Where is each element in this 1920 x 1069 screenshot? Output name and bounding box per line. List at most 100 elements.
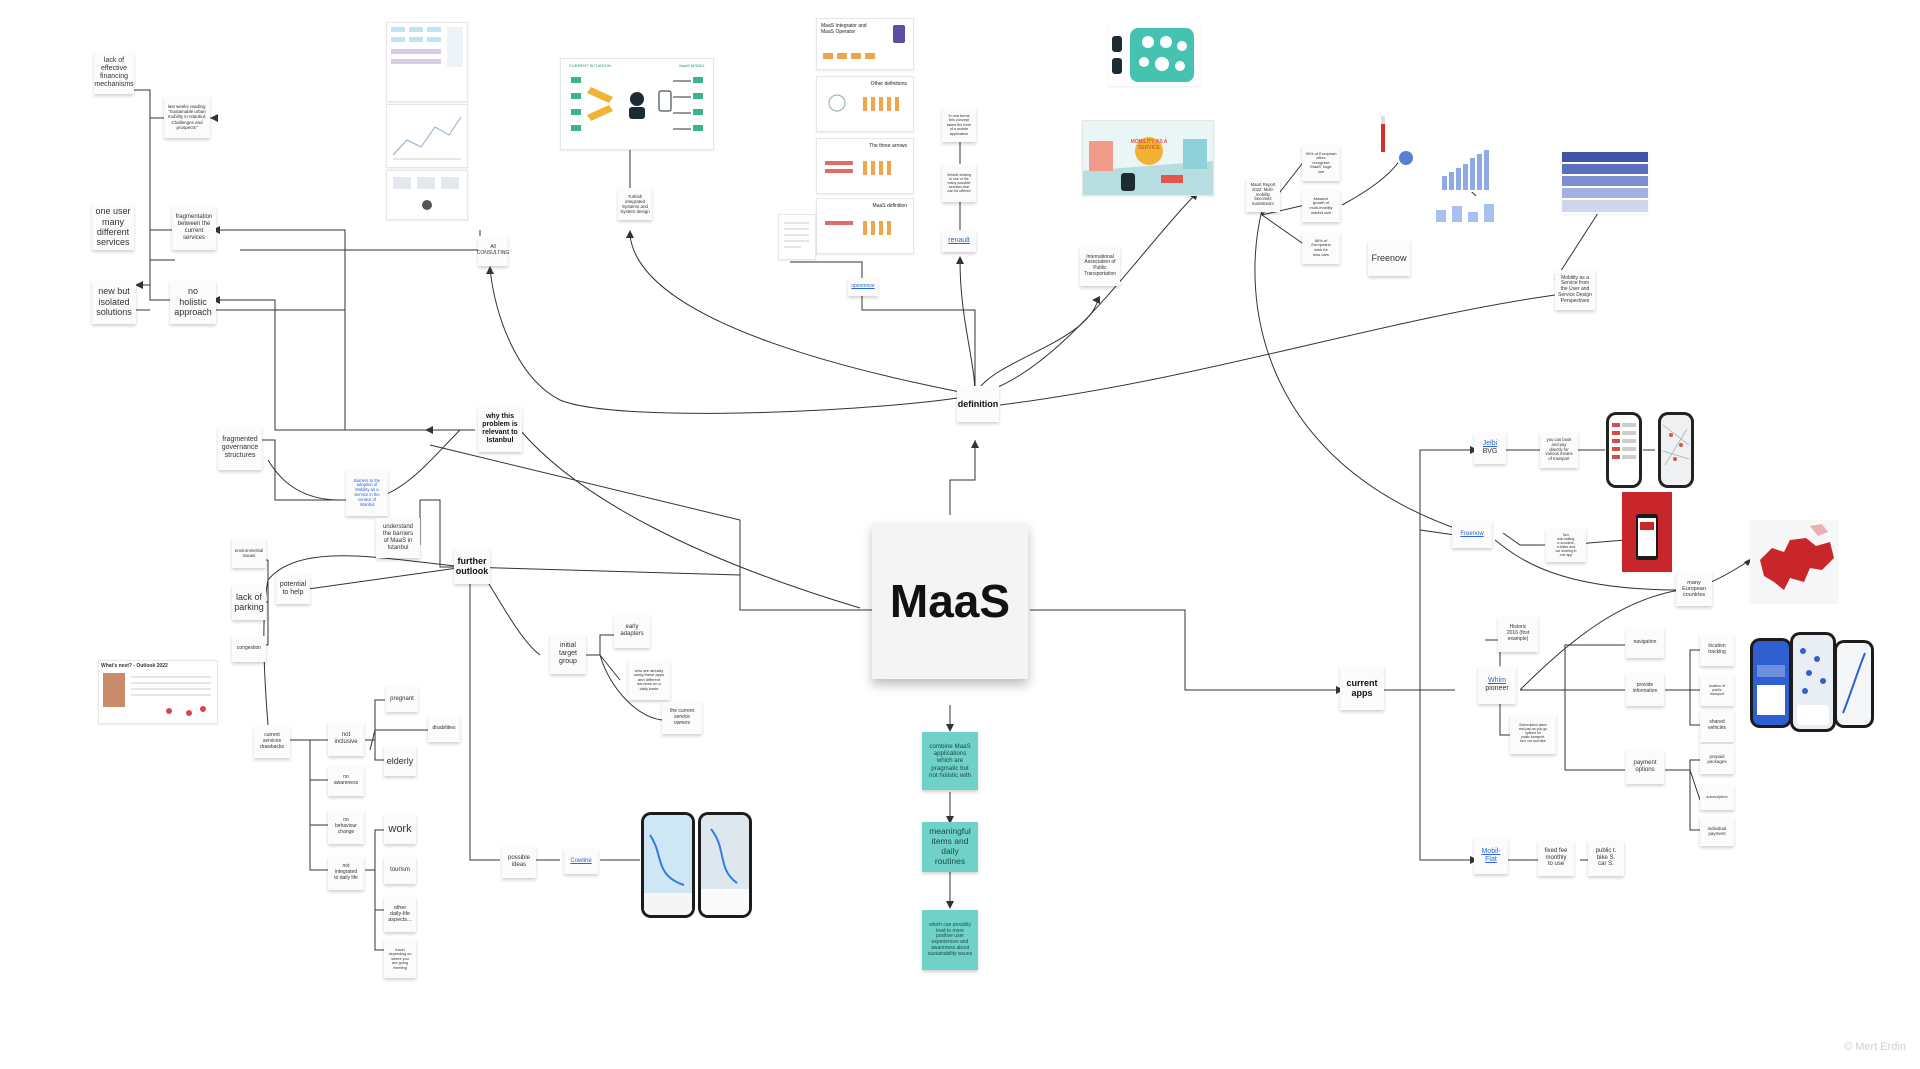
node-combine-maas[interactable]: combine MaaS applications which are prag… [922,732,978,790]
mobil-flat-link[interactable]: Mobil- Flat [1481,847,1501,863]
mobility-service-label: MOBILITY AS A SERVICE [1130,139,1168,151]
node-jelbi-desc[interactable]: you can book and pay directly for variou… [1540,432,1578,468]
node-freenow-label[interactable]: Freenow [1368,240,1410,276]
node-turkish-systems[interactable]: Turkish integrated Systems and System de… [618,188,652,220]
node-current-owners[interactable]: the current service owners [662,702,702,734]
node-environmental[interactable]: environmental issues [232,538,266,568]
renault-link[interactable]: renault [948,236,970,244]
node-initial-target[interactable]: initial target group [550,634,586,674]
mobility-service-illustration-icon [1083,121,1213,195]
node-current-apps[interactable]: current apps [1340,666,1384,710]
other-definitions-label: Other definitions [870,81,907,87]
node-one-user[interactable]: one user many different services [92,204,134,250]
node-renault[interactable]: renault [942,230,976,252]
node-fragmentation[interactable]: fragmentation between the current servic… [172,206,216,250]
node-maas-user-perspectives[interactable]: Mobility as a Service from the User and … [1555,270,1595,310]
node-drawbacks[interactable]: current services drawbacks [254,726,290,758]
whim-screen-icon [1753,641,1789,725]
jelbi-link[interactable]: Jelbi [1482,439,1498,447]
node-payment-options[interactable]: payment options [1626,750,1664,784]
node-no-awareness[interactable]: no awareness [328,766,364,796]
copyright-label: © Mert Erdin [1844,1041,1906,1053]
node-no-behaviour[interactable]: no behaviour change [328,810,364,844]
node-many-countries[interactable]: many European countries [1676,572,1712,606]
node-not-inclusive[interactable]: not inclusive [328,722,364,756]
node-renault-desc-2[interactable]: Vehicle sharing is one of the many possi… [942,164,976,202]
whim-link[interactable]: Whim [1488,676,1506,684]
node-prepaid[interactable]: prepaid packages [1700,744,1734,774]
freenow-app-icon [1636,514,1658,560]
node-why-relevant[interactable]: why this problem is relevant to Istanbul [478,406,522,452]
map-screen-icon [701,815,749,915]
node-lack-parking[interactable]: lack of parking [232,584,266,620]
whim-date-icon [1757,665,1785,715]
node-sustainable-urban-reading[interactable]: last weeks reading: "Sustainable urban m… [164,96,210,138]
openmove-link[interactable]: openmove [851,283,875,290]
node-pregnant[interactable]: pregnant [386,686,418,712]
node-freenow-desc[interactable]: Taxi, ride-hailing, e-scooters, e-bikes … [1546,528,1586,562]
europe-map-icon [1750,520,1838,602]
node-understand-barriers[interactable]: understand the barriers of MaaS in Istan… [376,518,420,558]
node-new-isolated[interactable]: new but isolated solutions [92,280,136,324]
node-meaningful-items[interactable]: meaningful items and daily routines [922,822,978,872]
node-whim-desc[interactable]: Subscription plans and pay-as-you-go opt… [1510,714,1556,754]
node-lack-financing[interactable]: lack of effective financing mechanisms [94,52,134,94]
node-report-fact-3[interactable]: 68% of Europeans wish for less cars [1302,232,1340,264]
node-further-outlook[interactable]: further outlook [454,548,490,584]
node-work[interactable]: work [384,814,416,844]
node-other-daily[interactable]: other daily-life aspects... [384,896,416,932]
node-provide-info[interactable]: provide information [1626,672,1664,706]
node-mobil-flat[interactable]: Mobil- Flat [1474,838,1508,874]
node-not-integrated[interactable]: not integrated to daily life [328,856,364,890]
node-report-fact-1[interactable]: 90% of European cities recognise MaaS' h… [1302,145,1340,181]
node-subscription[interactable]: subscription [1700,784,1734,810]
consulting-diagram-icon [391,27,463,67]
node-potential-help[interactable]: potential to help [276,574,310,604]
node-fragmented-governance[interactable]: fragmented governance structures [218,426,262,470]
node-barriers-istanbul[interactable]: Barriers to the adoption of Mobility as … [346,470,388,516]
node-no-holistic[interactable]: no holistic approach [170,280,216,324]
node-renault-desc-1[interactable]: In real terms this concept takes the for… [942,108,976,142]
node-individual-payment[interactable]: individual payment [1700,816,1734,846]
maas-model-label: MaaS MODEL [679,63,705,68]
node-early-adapters[interactable]: early adapters [614,614,650,648]
node-elderly[interactable]: elderly [384,746,416,776]
central-node-maas[interactable]: MaaS [872,523,1028,679]
node-all-consulting[interactable]: All CONSULTING [477,236,509,266]
whim-route-icon [1842,652,1866,714]
node-definition[interactable]: definition [957,386,999,422]
node-tourism[interactable]: tourism [384,856,416,884]
cowline-link[interactable]: Cowline [570,857,592,864]
node-openmove[interactable]: openmove [848,278,878,296]
node-shared-vehicles[interactable]: shared vehicles [1700,710,1734,742]
thumb-integrator: MaaS Integrator and MaaS Operator [816,18,914,70]
node-congestion[interactable]: congestion [232,636,266,662]
node-freenow[interactable]: Freenow [1452,520,1492,548]
outlook-collage-icon [103,673,211,716]
node-travel-depending[interactable]: travel depending on where you are going … [384,940,416,978]
node-disabilities[interactable]: disabilities [428,716,460,742]
freenow-link[interactable]: Freenow [1460,530,1484,537]
node-iapt[interactable]: International Association of Public Tran… [1080,246,1120,286]
node-report-fact-2[interactable]: Massive growth of multi-mobility market … [1302,190,1340,222]
thumb-consulting-diagram [386,22,468,102]
node-possible-ideas[interactable]: possible ideas [502,846,536,878]
current-vs-maas-icon [571,77,703,131]
node-historic[interactable]: Historic 2016 (first example) [1498,616,1538,652]
node-location-tracking[interactable]: location tracking [1700,634,1734,666]
node-cowline[interactable]: Cowline [564,848,598,874]
node-navigation[interactable]: navigation [1626,628,1664,658]
node-maas-report[interactable]: MaaS Report 2022: Multi- mobility become… [1246,178,1280,212]
node-who-already[interactable]: who are already using these apps and dif… [628,660,670,700]
consulting-boxes-icon [393,177,459,210]
node-info-public[interactable]: location of public transport [1700,674,1734,706]
thumb-three-arrows: The three arrows [816,138,914,194]
node-lead-experiences[interactable]: which can possibly lead to more positive… [922,910,978,970]
node-public-bike-car[interactable]: public t. bike S. car S. [1588,840,1624,876]
integration-levels-icon [1562,152,1648,212]
thumb-freenow-app [1622,492,1672,572]
map-screen-icon [644,815,692,915]
node-fixed-fee[interactable]: fixed fee monthly to use [1538,840,1574,876]
